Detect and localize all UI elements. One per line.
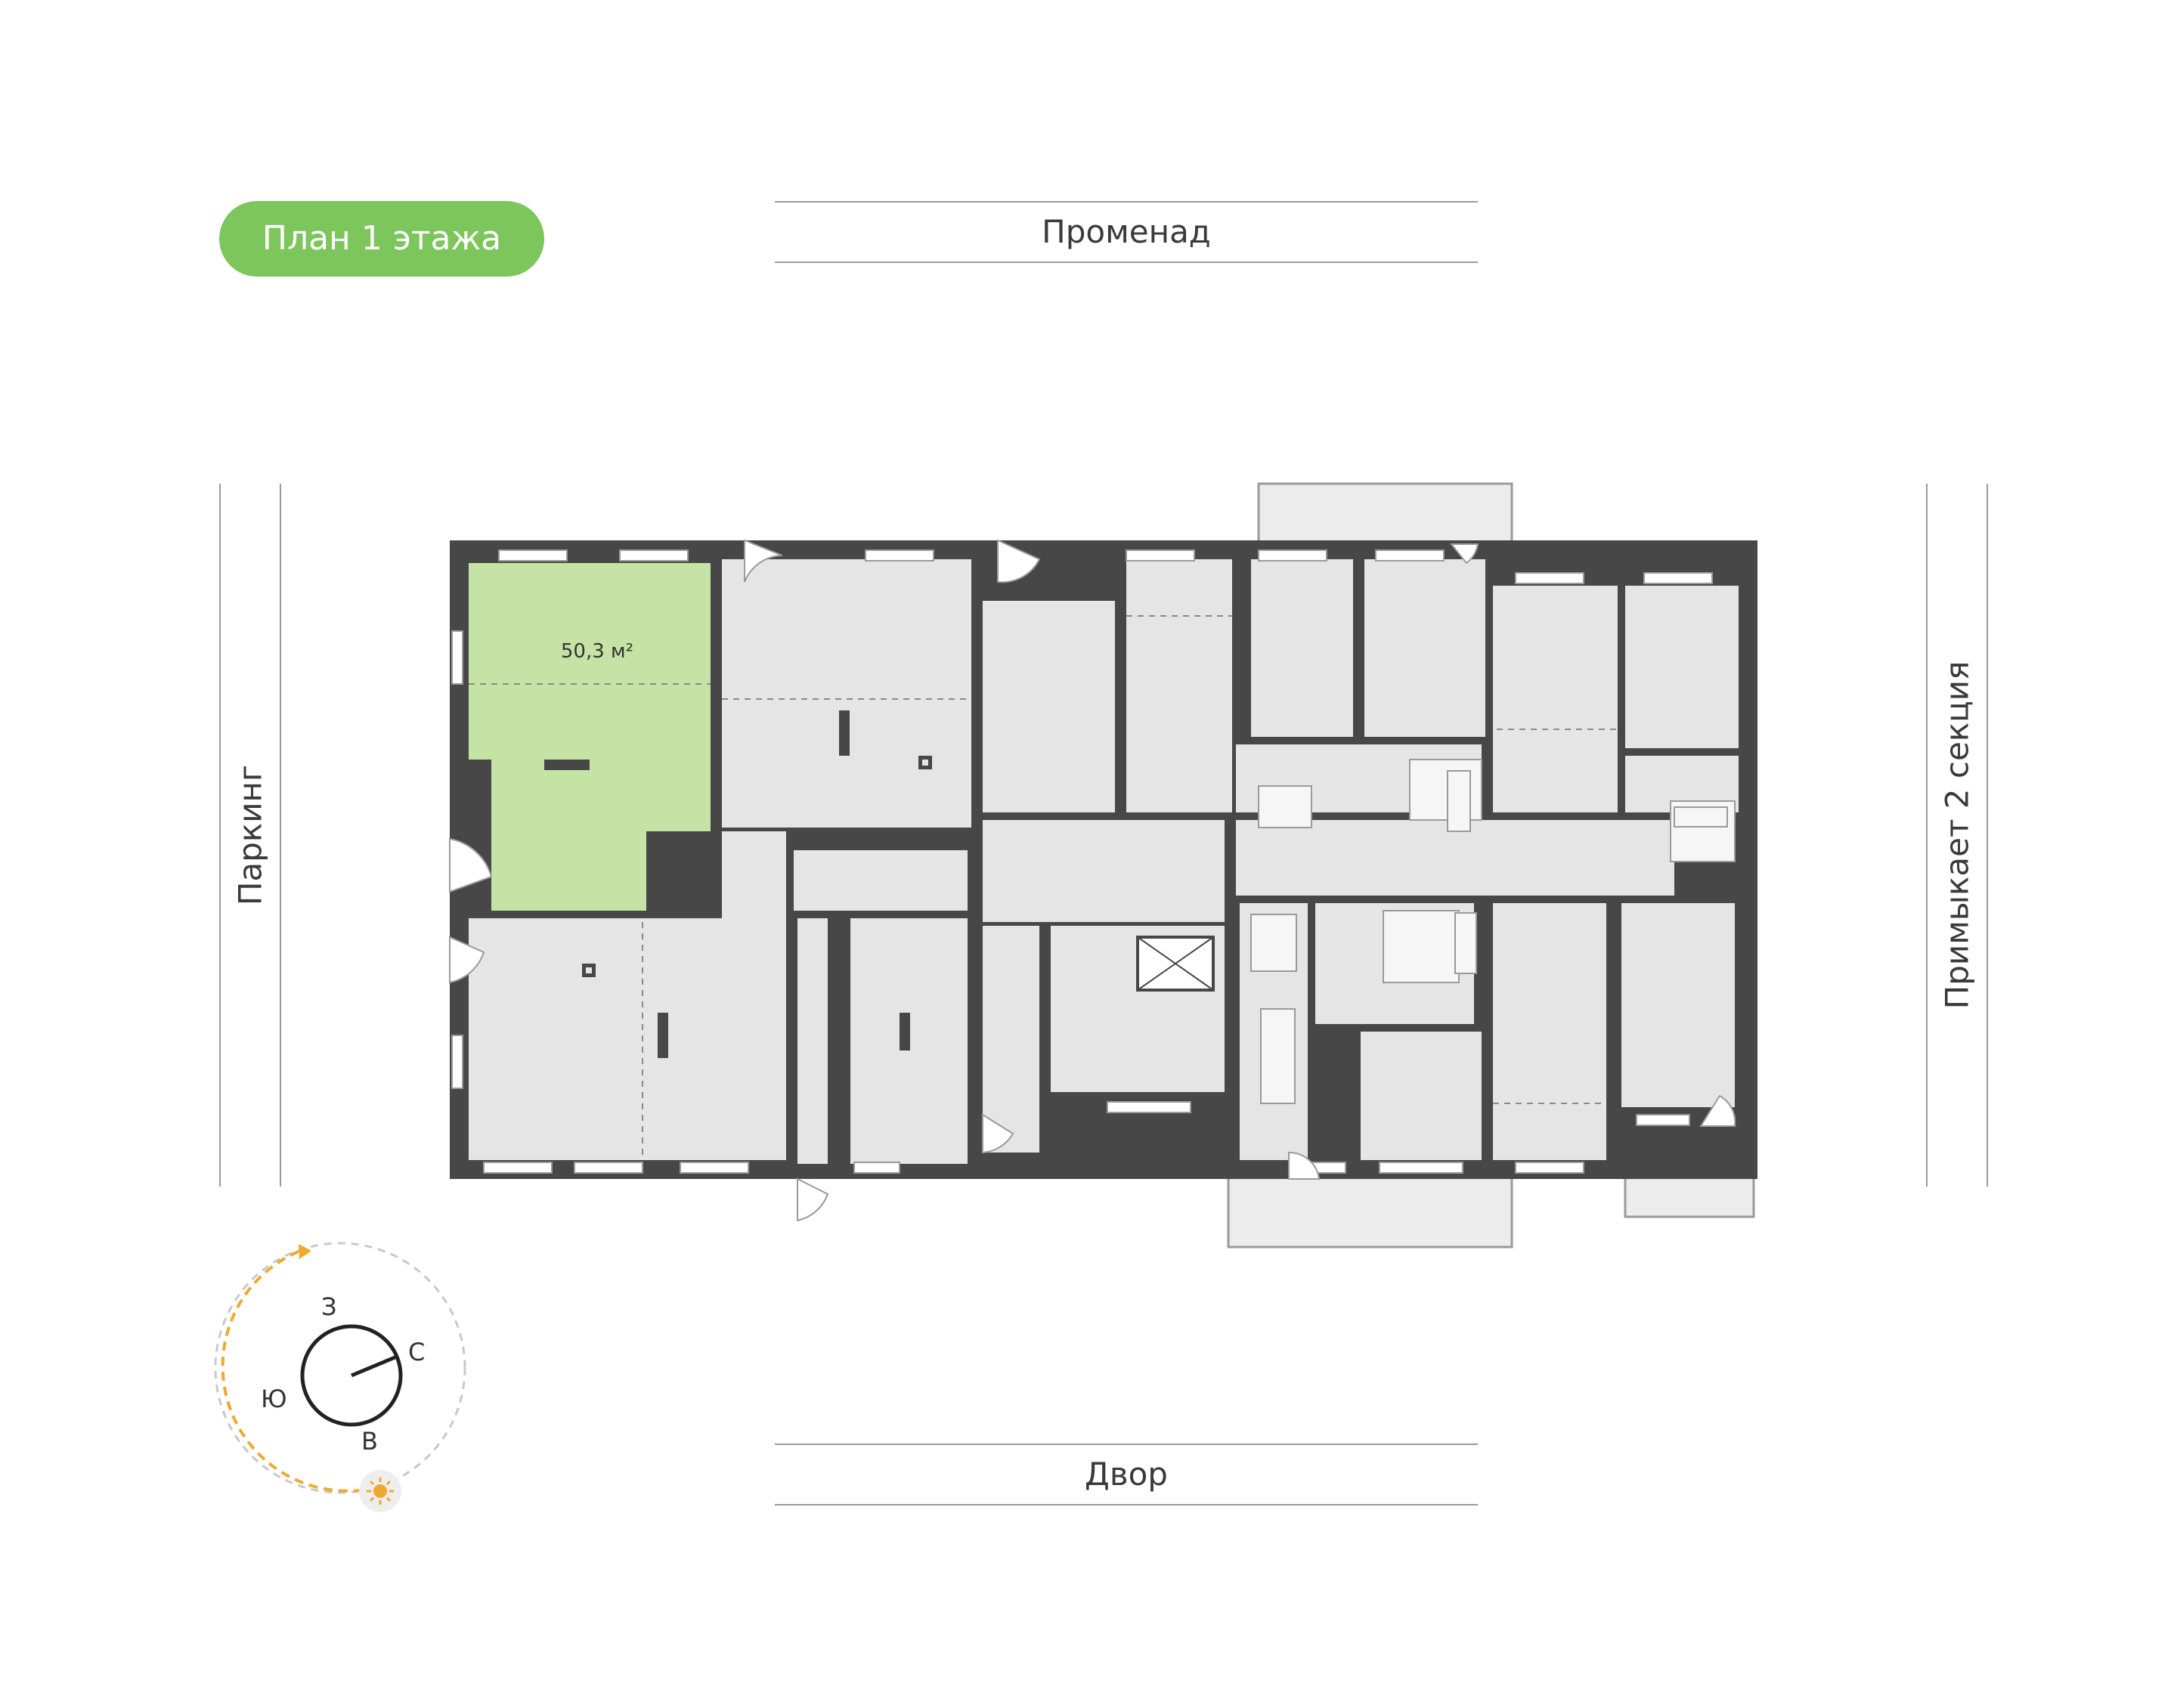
door-south-2 xyxy=(982,1113,1014,1154)
compass-south: Ю xyxy=(261,1385,287,1413)
sun-path-arrow xyxy=(299,1244,311,1259)
room-se xyxy=(1621,903,1735,1107)
corridor-east xyxy=(1236,820,1674,896)
window xyxy=(619,549,689,562)
window xyxy=(1515,1162,1584,1174)
door-balcony xyxy=(1699,1094,1736,1127)
column-1 xyxy=(544,760,590,770)
room-n7 xyxy=(1625,586,1739,748)
shaft-a xyxy=(797,918,828,1164)
window xyxy=(1107,1101,1191,1113)
room-s6 xyxy=(1493,903,1606,1160)
window xyxy=(483,1162,553,1174)
sun-icon xyxy=(367,1477,394,1505)
room-n6 xyxy=(1493,586,1618,812)
window xyxy=(1636,1114,1690,1126)
street-right: Примыкает 2 секция xyxy=(1926,484,1988,1187)
column-6 xyxy=(900,1013,910,1050)
column-3-core xyxy=(922,760,928,766)
room-hall-a xyxy=(722,831,786,922)
highlighted-unit[interactable] xyxy=(469,563,711,911)
window xyxy=(680,1162,749,1174)
window xyxy=(1643,572,1713,584)
door-west-1 xyxy=(449,837,493,893)
column-5 xyxy=(658,1013,668,1058)
window xyxy=(498,549,568,562)
compass-needle xyxy=(351,1354,398,1378)
window xyxy=(1515,572,1584,584)
door-south-1 xyxy=(797,1177,829,1222)
sun-path-full xyxy=(214,1242,466,1494)
room-n2 xyxy=(722,559,971,828)
balcony-top xyxy=(1257,482,1513,546)
floor-plan-badge: План 1 этажа xyxy=(219,201,544,277)
window xyxy=(451,630,463,685)
bathtub-2 xyxy=(1674,806,1728,828)
column-2 xyxy=(839,710,850,756)
window xyxy=(1375,549,1445,562)
door-north-1 xyxy=(744,539,783,583)
window xyxy=(1126,549,1195,562)
sun-path-arc xyxy=(221,1250,371,1493)
door-west-2 xyxy=(449,936,485,984)
unit-area-label: 50,3 м² xyxy=(561,640,633,663)
stair-hall xyxy=(983,601,1115,812)
balcony-bottom xyxy=(1227,1170,1513,1249)
kitchen-strip xyxy=(1260,1008,1296,1104)
bathtub-1 xyxy=(1447,770,1471,832)
door-south-3 xyxy=(1288,1151,1321,1180)
bath-5 xyxy=(1250,914,1297,972)
lobby xyxy=(983,820,1225,922)
window xyxy=(853,1162,900,1174)
elevator-cross-b xyxy=(1137,936,1214,991)
vestibule xyxy=(983,926,1039,1153)
room-s5 xyxy=(1361,1032,1482,1160)
room-n3 xyxy=(1126,559,1232,812)
compass-west: З xyxy=(321,1292,337,1321)
room-n4 xyxy=(1251,559,1353,737)
corridor-west xyxy=(794,850,968,911)
door-north-2 xyxy=(997,539,1041,583)
compass-east: В xyxy=(361,1427,378,1456)
bathtub-3 xyxy=(1454,912,1477,974)
room-sw xyxy=(469,918,786,1160)
street-bottom-label: Двор xyxy=(775,1443,1478,1505)
window xyxy=(1258,549,1327,562)
window xyxy=(574,1162,643,1174)
compass-north: С xyxy=(408,1338,425,1366)
bath-4 xyxy=(1383,910,1460,983)
column-4-core xyxy=(586,967,592,973)
window xyxy=(451,1035,463,1089)
window xyxy=(865,549,934,562)
bath-1 xyxy=(1258,785,1312,828)
room-n5 xyxy=(1364,559,1485,737)
window xyxy=(1379,1162,1463,1174)
door-north-3 xyxy=(1449,543,1479,565)
street-left: Паркинг xyxy=(219,484,281,1187)
street-top-label: Променад xyxy=(775,201,1478,263)
